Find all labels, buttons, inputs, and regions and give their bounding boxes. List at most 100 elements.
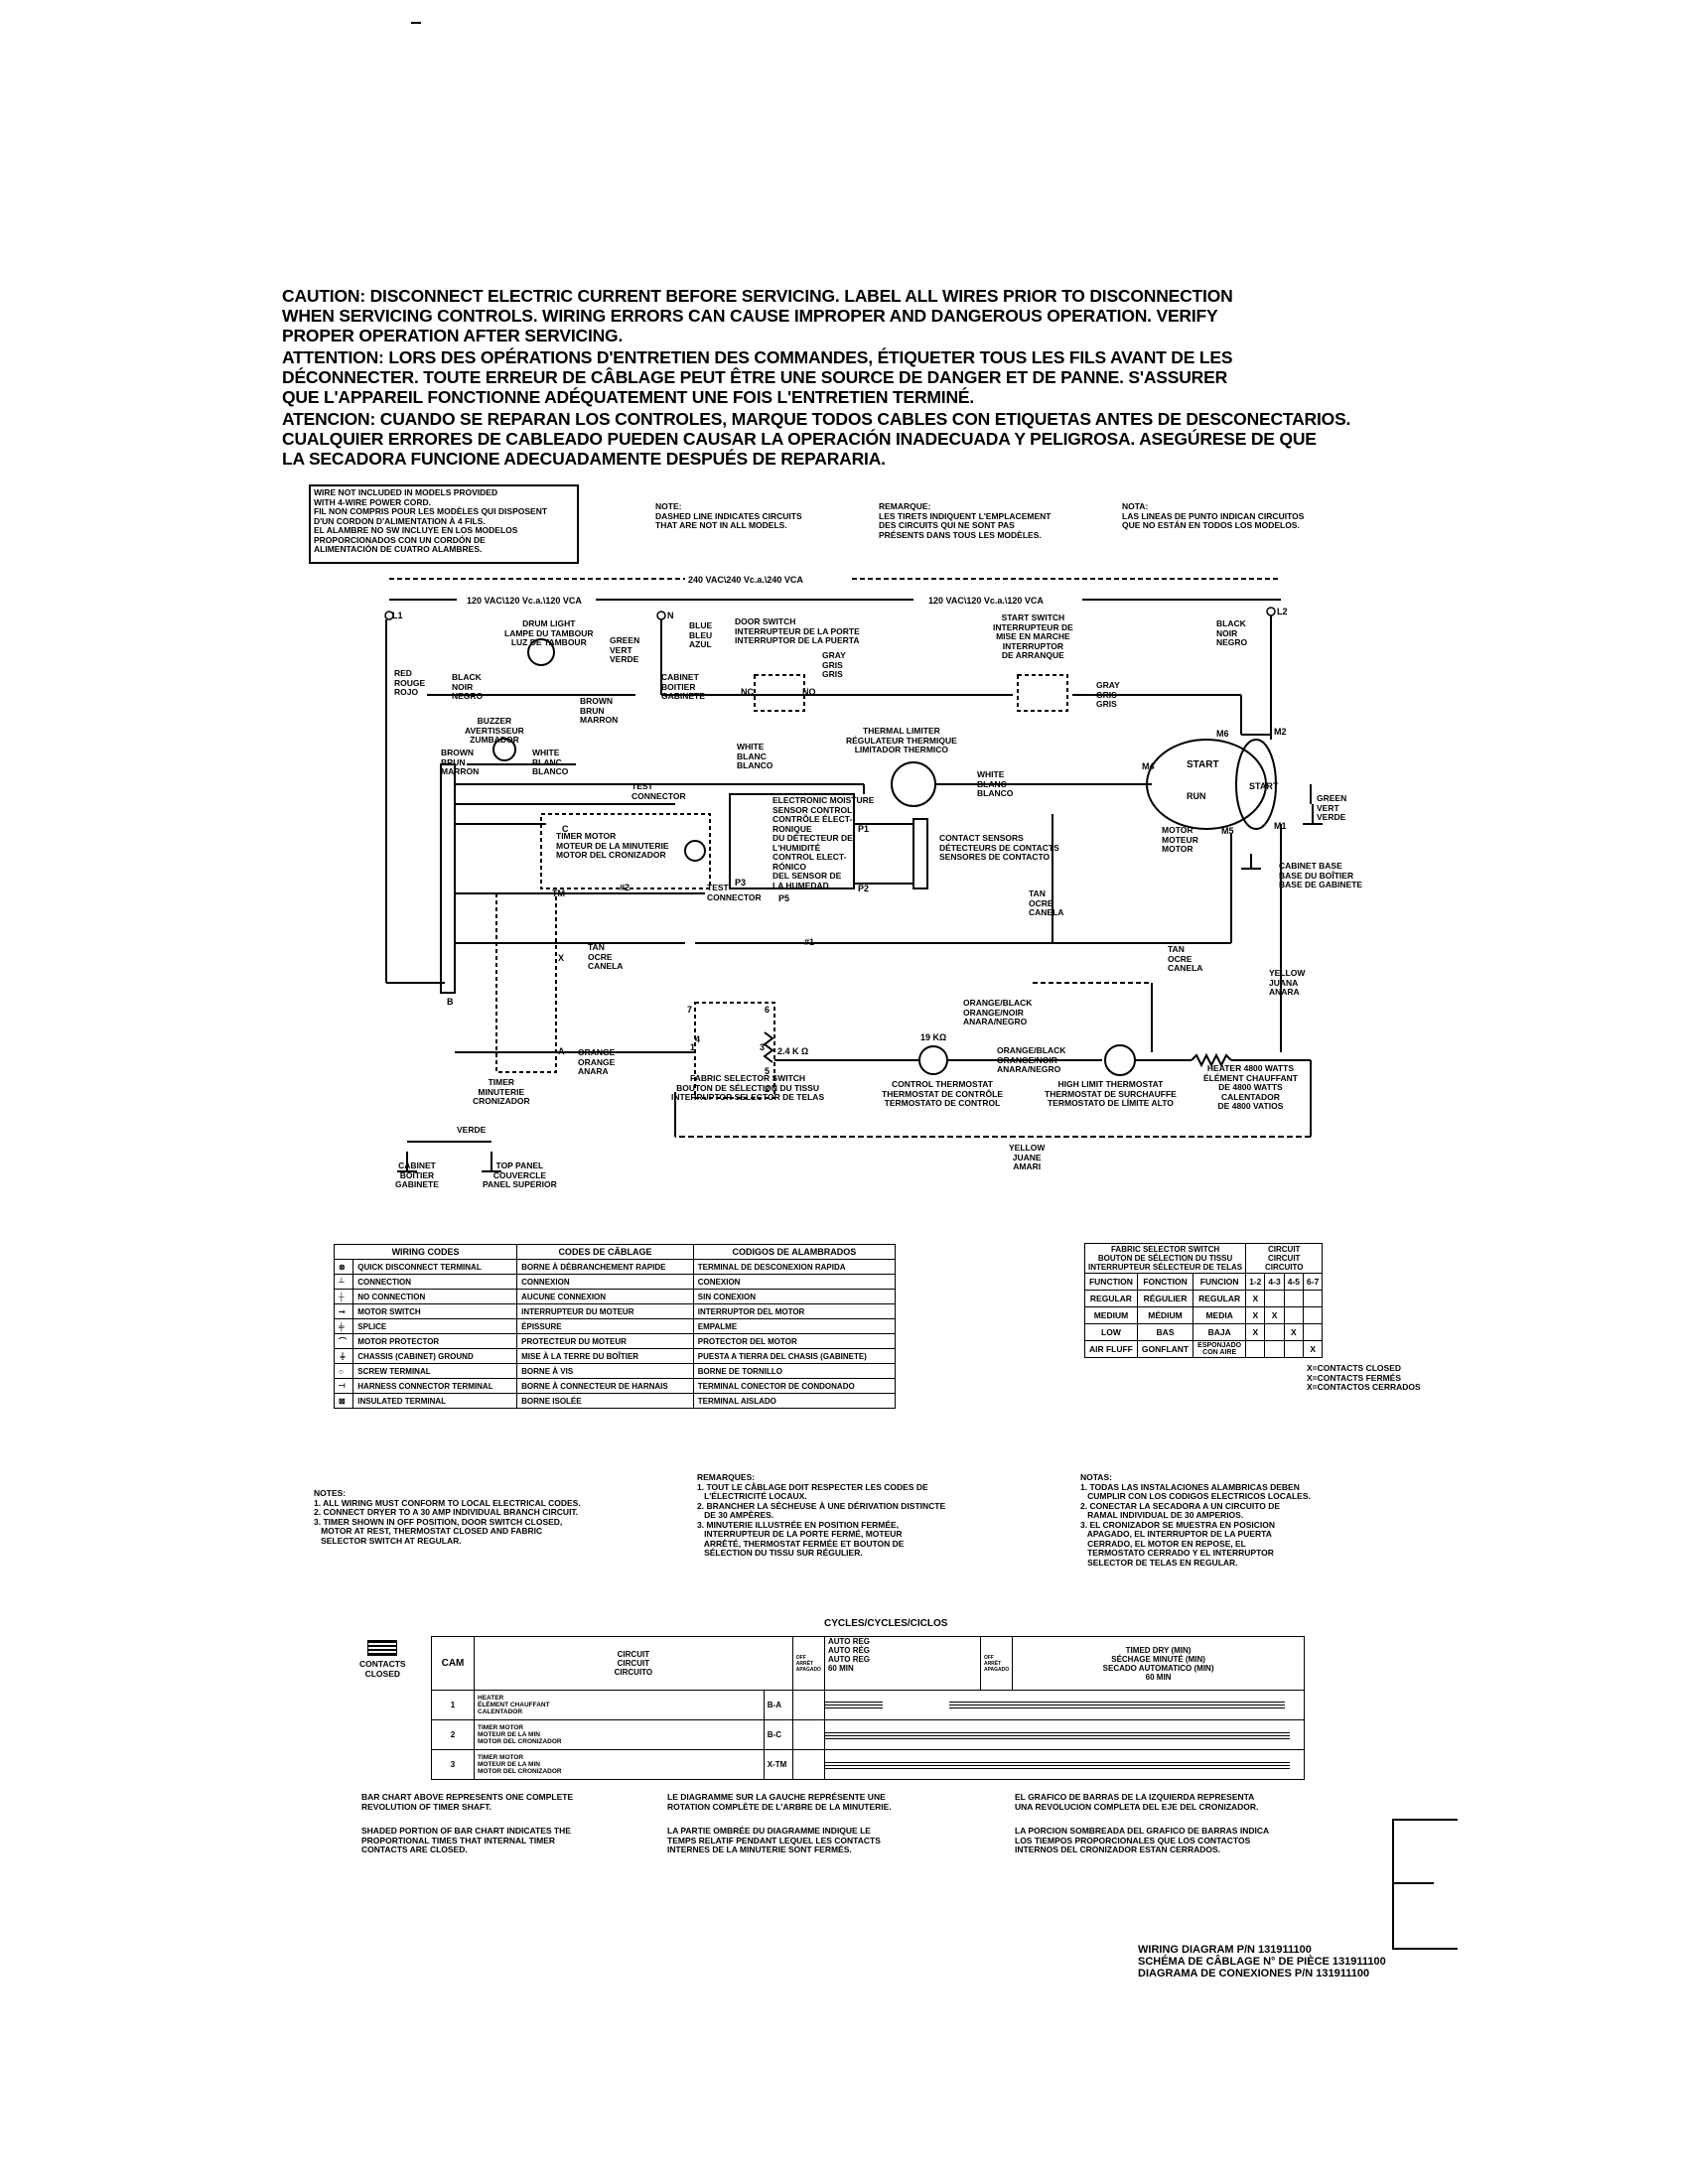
label-120v-right: 120 VAC\120 Vc.a.\120 VCA <box>928 596 1044 606</box>
code-fr: CONNEXION <box>516 1274 694 1290</box>
code-en: NO CONNECTION <box>352 1289 518 1304</box>
wiring-codes-table: WIRING CODES CODES DE CÂBLAGE CODIGOS DE… <box>333 1244 897 1409</box>
bar-note-es-2: LA PORCION SOMBREADA DEL GRAFICO DE BARR… <box>1015 1826 1270 1854</box>
label-m5: M5 <box>1221 826 1234 836</box>
label-start-winding: START <box>1187 759 1219 770</box>
circuit-header: CIRCUIT CIRCUIT CIRCUITO <box>474 1636 793 1691</box>
label-p5: P5 <box>778 893 789 903</box>
code-es: INTERRUPTOR DEL MOTOR <box>692 1303 897 1319</box>
yellow-label: YELLOW JUANA ANARA <box>1269 968 1306 997</box>
cam-number: 2 <box>431 1719 475 1750</box>
cabinet-ground-label: CABINET BOÎTIER GABINETE <box>395 1160 439 1189</box>
cell: MEDIUM <box>1084 1306 1138 1324</box>
label-240v: 240 VAC\240 Vc.a.\240 VCA <box>688 575 803 585</box>
cell <box>1283 1290 1305 1307</box>
code-en: CHASSIS (CABINET) GROUND <box>352 1348 518 1364</box>
label-m2: M2 <box>1274 727 1287 737</box>
dash-note-en: NOTE: DASHED LINE INDICATES CIRCUITS THA… <box>655 501 802 530</box>
part-number: WIRING DIAGRAM P/N 131911100 SCHÉMA DE C… <box>1138 1944 1386 1979</box>
contacts-closed-swatch <box>367 1640 397 1656</box>
motor-label: MOTOR MOTEUR MOTOR <box>1162 825 1198 854</box>
cam-row: 1 HEATER ÉLÉMENT CHAUFFANT CALENTADOR B-… <box>431 1690 1306 1720</box>
timed-header: TIMED DRY (MIN) SÉCHAGE MINUTÉ (MIN) SEC… <box>1012 1636 1305 1691</box>
cell <box>1283 1306 1305 1324</box>
moisture-control-label: ELECTRONIC MOISTURE SENSOR CONTROL CONTR… <box>772 795 875 890</box>
code-en: QUICK DISCONNECT TERMINAL <box>352 1259 518 1275</box>
label-nc: NC <box>741 687 754 697</box>
contacts-closed-label: CONTACTS CLOSED <box>359 1659 406 1679</box>
cycles-table: CAM CIRCUIT CIRCUIT CIRCUITO OFF ARRÊT A… <box>431 1636 1306 1780</box>
cell <box>1303 1290 1324 1307</box>
cell: MÉDIUM <box>1136 1306 1194 1324</box>
blue-label: BLUE BLEU AZUL <box>689 620 713 649</box>
label-start: START <box>1249 781 1279 791</box>
cell: X <box>1264 1306 1285 1324</box>
bar-note-fr-2: LA PARTIE OMBRÉE DU DIAGRAMME INDIQUE LE… <box>667 1826 881 1854</box>
cell: RÉGULIER <box>1136 1290 1194 1307</box>
col-function: FUNCTION <box>1084 1273 1138 1291</box>
col-4-3: 4-3 <box>1264 1273 1285 1291</box>
notes-fr: REMARQUES: 1. TOUT LE CÂBLAGE DOIT RESPE… <box>697 1472 946 1558</box>
code-en: SPLICE <box>352 1318 518 1334</box>
test-connector-bottom: TEST CONNECTOR <box>707 883 762 902</box>
white-motor-label: WHITE BLANC BLANCO <box>977 769 1014 798</box>
white-small-label: WHITE BLANC BLANCO <box>532 748 569 776</box>
label-n5: 5 <box>765 1066 770 1076</box>
cell <box>1264 1323 1285 1341</box>
label-t1: #1 <box>804 937 814 947</box>
label-b: B <box>447 997 454 1007</box>
cell: BAJA <box>1193 1323 1247 1341</box>
label-no: NO <box>802 687 816 697</box>
cycles-title: CYCLES/CYCLES/CICLOS <box>824 1618 948 1629</box>
col-fonction: FONCTION <box>1136 1273 1194 1291</box>
fabric-title: FABRIC SELECTOR SWITCH BOUTON DE SÉLECTI… <box>1083 1243 1247 1274</box>
cell: BAS <box>1136 1323 1194 1341</box>
code-fr: ÉPISSURE <box>516 1318 694 1334</box>
red-label: RED ROUGE ROJO <box>394 668 426 697</box>
code-fr: BORNE ISOLÉE <box>516 1393 694 1409</box>
cell <box>1264 1290 1285 1307</box>
cam-row: 2 TIMER MOTOR MOTEUR DE LA MIN MOTOR DEL… <box>431 1719 1306 1750</box>
tan2-label: TAN OCRE CANELA <box>588 942 624 971</box>
control-thermostat-label: CONTROL THERMOSTAT THERMOSTAT DE CONTRÔL… <box>882 1079 1003 1108</box>
label-p2: P2 <box>858 884 869 893</box>
code-fr: PROTECTEUR DU MOTEUR <box>516 1333 694 1349</box>
wire-note-text: WIRE NOT INCLUDED IN MODELS PROVIDED WIT… <box>314 487 548 554</box>
verde-label: VERDE <box>457 1125 487 1135</box>
fabric-legend: X=CONTACTS CLOSED X=CONTACTS FERMÉS X=CO… <box>1307 1363 1421 1392</box>
codes-header-en: WIRING CODES <box>333 1244 518 1260</box>
code-es: CONEXION <box>692 1274 897 1290</box>
col-4-5: 4-5 <box>1283 1273 1305 1291</box>
orange-black-label-2: ORANGE/BLACK ORANGE/NOIR ANARA/NEGRO <box>997 1045 1066 1074</box>
caution-block: CAUTION: DISCONNECT ELECTRIC CURRENT BEF… <box>282 286 1474 469</box>
bar-note-en-2: SHADED PORTION OF BAR CHART INDICATES TH… <box>361 1826 571 1854</box>
motor-switch-icon: ⊸ <box>333 1303 354 1319</box>
high-limit-label: HIGH LIMIT THERMOSTAT THERMOSTAT DE SURC… <box>1045 1079 1177 1108</box>
col-funcion: FUNCION <box>1193 1273 1247 1291</box>
cam-1-bar-b <box>949 1700 1285 1708</box>
cam-number: 1 <box>431 1690 475 1720</box>
code-fr: AUCUNE CONNEXION <box>516 1289 694 1304</box>
label-t2: #2 <box>620 883 630 892</box>
cell <box>1303 1323 1324 1341</box>
codes-header-es: CODIGOS DE ALAMBRADOS <box>692 1244 897 1260</box>
buzzer-label: BUZZER AVERTISSEUR ZUMBADOR <box>465 716 524 745</box>
code-en: MOTOR PROTECTOR <box>352 1333 518 1349</box>
code-fr: BORNE À VIS <box>516 1363 694 1379</box>
label-n6: 6 <box>765 1005 770 1015</box>
cam-2-bar <box>824 1730 1290 1739</box>
label-n: N <box>667 611 674 620</box>
cam-contact: B-A <box>763 1690 793 1720</box>
cell: MEDIA <box>1193 1306 1247 1324</box>
label-m1: M1 <box>1274 821 1287 831</box>
white-mid-label: WHITE BLANC BLANCO <box>737 742 773 770</box>
caution-fr: ATTENTION: LORS DES OPÉRATIONS D'ENTRETI… <box>282 347 1233 407</box>
dash-note-fr: REMARQUE: LES TIRETS INDIQUENT L'EMPLACE… <box>879 501 1052 540</box>
cell: X <box>1245 1323 1266 1341</box>
